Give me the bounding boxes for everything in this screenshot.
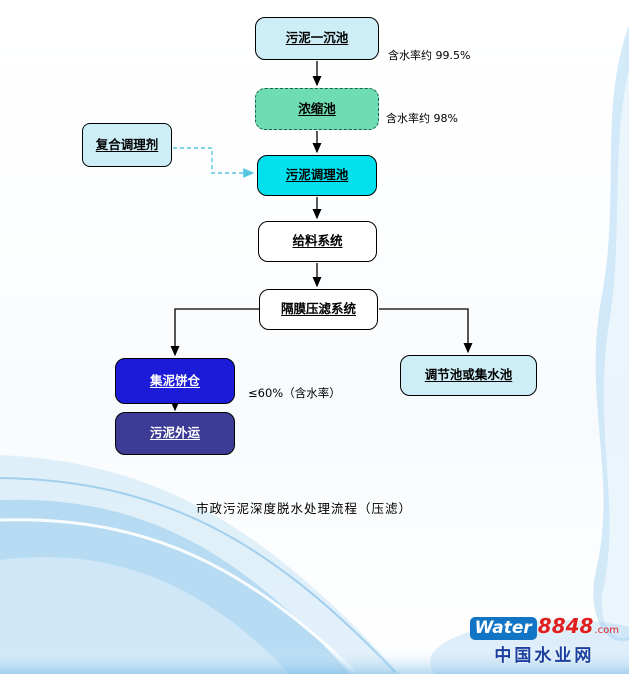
water8848-logo: Water 8848 .com 中国水业网 — [469, 614, 619, 666]
node-regulating-or-collecting-tank: 调节池或集水池 — [400, 355, 537, 396]
node-thickening-tank: 浓缩池 — [255, 88, 379, 130]
annotation-moisture-98: 含水率约 98% — [386, 112, 458, 125]
logo-brand-row: Water 8848 .com — [469, 614, 619, 640]
node-label-thickening-tank: 浓缩池 — [298, 100, 336, 116]
node-label-feeding-system: 给料系统 — [292, 233, 343, 249]
logo-site-name: 中国水业网 — [494, 646, 595, 666]
node-label-mud-cake-silo: 集泥饼仓 — [149, 372, 200, 388]
diagram-caption: 市政污泥深度脱水处理流程（压滤） — [196, 501, 413, 516]
node-label-sludge-outward-transport: 污泥外运 — [149, 425, 200, 441]
node-label-regulating-or-collecting-tank: 调节池或集水池 — [424, 367, 513, 383]
node-mud-cake-silo: 集泥饼仓 — [115, 358, 235, 404]
node-compound-conditioner: 复合调理剂 — [82, 123, 172, 167]
node-primary-sedimentation-tank: 污泥一沉池 — [255, 17, 379, 60]
node-label-diaphragm-filter-press: 隔膜压滤系统 — [280, 301, 356, 317]
logo-domain-suffix-text: .com — [594, 625, 619, 636]
annotation-moisture-60: ≤60%（含水率） — [248, 386, 341, 400]
node-label-primary-sedimentation: 污泥一沉池 — [285, 30, 349, 46]
annotation-moisture-99-5: 含水率约 99.5% — [388, 49, 471, 62]
node-diaphragm-filter-press-system: 隔膜压滤系统 — [259, 289, 378, 330]
node-sludge-conditioning-tank: 污泥调理池 — [257, 155, 377, 196]
logo-water-text: Water — [469, 617, 537, 640]
node-label-sludge-conditioning-tank: 污泥调理池 — [285, 167, 349, 183]
node-sludge-outward-transport: 污泥外运 — [115, 412, 235, 455]
logo-number-text: 8848 — [537, 614, 594, 638]
node-label-compound-conditioner: 复合调理剂 — [95, 136, 159, 152]
node-feeding-system: 给料系统 — [258, 221, 377, 262]
